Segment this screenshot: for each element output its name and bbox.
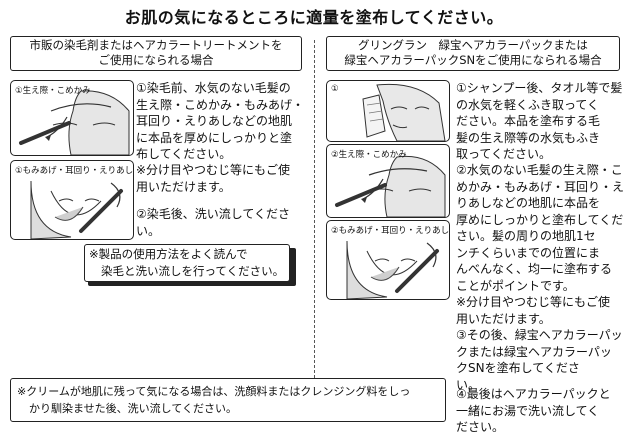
left-illustration-hairline: ①生え際・こめかみ: [10, 80, 134, 156]
face-hairline-illustration: [19, 90, 130, 155]
notice-line-1: ※製品の使用方法をよく読んで: [89, 247, 248, 261]
left-panel-1-num: ①: [15, 86, 23, 96]
left-illustration-nape: ①もみあげ・耳回り・えりあし: [10, 160, 134, 240]
left-note-line: ※分け目やつむじ等にもご使: [136, 163, 291, 177]
right-header-line-2: 緑宝ヘアカラーパックSNをご使用になられる場合: [344, 53, 602, 67]
left-step-2-line: い。: [136, 223, 161, 238]
left-header-line-1: 市販の染毛剤またはヘアカラートリートメントを: [29, 38, 283, 52]
right-step-1-line: の水気を軽くふき取ってく: [456, 97, 600, 112]
left-panel-1-text: 生え際・こめかみ: [22, 86, 91, 96]
right-step-2-line: ②水気のない毛髪の生え際・こ: [456, 163, 623, 177]
section-divider: [314, 40, 315, 378]
left-step-2: ②染毛後、洗い流してくださ い。: [136, 206, 290, 239]
notice-line-2: 染毛と洗い流しを行ってください。: [101, 264, 285, 278]
left-note: ※分け目やつむじ等にもご使 用いただけます。: [136, 162, 290, 195]
right-note: ※分け目やつむじ等にもご使 用いただけます。: [456, 294, 610, 327]
right-step-1-line: ①シャンプー後、タオル等で髪: [456, 81, 623, 95]
right-panel-3-label: ②もみあげ・耳回り・えりあし: [331, 224, 449, 236]
right-step-2-line: んべんなく、均一に塗布する: [456, 262, 613, 276]
right-panel-1-label: ①: [331, 84, 339, 94]
right-section-header: グリングラン 緑宝ヘアカラーパックまたは 緑宝ヘアカラーパックSNをご使用になら…: [326, 36, 620, 71]
notice-box: ※製品の使用方法をよく読んで 染毛と洗い流しを行ってください。: [84, 244, 290, 282]
left-step-1-line: 生え際・こめかみ・もみあげ・: [136, 97, 305, 112]
right-step-1-line: ださい。本品を塗布する毛: [456, 114, 601, 128]
bottom-note-line-1: ※クリームが地肌に残って気になる場合は、洗顔料またはクレンジング料をしっ: [17, 385, 411, 398]
right-step-3-line: い。: [456, 377, 481, 392]
right-panel-2-text: 生え際・こめかみ: [338, 150, 407, 160]
bottom-note-box: ※クリームが地肌に残って気になる場合は、洗顔料またはクレンジング料をしっ かり馴…: [10, 378, 446, 422]
right-step-4-line: ④最後はヘアカラーパックと: [456, 387, 611, 401]
right-step-2-line: 厚めにしっかりと塗布してくだ: [456, 212, 624, 227]
right-panel-1-num: ①: [331, 84, 339, 94]
right-step-2-line: めかみ・もみあげ・耳回り・え: [456, 179, 625, 194]
right-step-3-line: ③その後、緑宝ヘアカラーパッ: [456, 328, 623, 342]
left-panel-2-num: ①: [15, 166, 23, 176]
right-panel-3-text: もみあげ・耳回り・えりあし: [338, 226, 450, 236]
left-step-1-line: に本品を厚めにしっかりと塗: [136, 130, 293, 145]
right-step-2-line: ことがポイントです。: [456, 278, 575, 293]
left-step-2-line: ②染毛後、洗い流してくださ: [136, 207, 291, 221]
right-note-line: 用いただけます。: [456, 311, 551, 326]
right-step-2: ②水気のない毛髪の生え際・こ めかみ・もみあげ・耳回り・え りあしなどの地肌に本…: [456, 162, 624, 294]
face-hairline-illustration-2: [335, 155, 446, 217]
right-step-2-line: りあしなどの地肌に本品を: [456, 196, 601, 210]
right-panel-3-num: ②: [331, 226, 339, 236]
right-illustration-nape: ②もみあげ・耳回り・えりあし: [326, 220, 450, 300]
right-step-2-line: さい。髪の周りの地肌1セ: [456, 229, 596, 243]
right-step-4: ④最後はヘアカラーパックと 一緒にお湯で洗い流してく ださい。: [456, 386, 611, 436]
right-panel-2-label: ②生え際・こめかみ: [331, 148, 407, 160]
left-note-line: 用いただけます。: [136, 179, 231, 194]
left-step-1: ①染毛前、水気のない毛髪の 生え際・こめかみ・もみあげ・ 耳回り・えりあしなどの…: [136, 80, 304, 163]
right-illustration-hairline: ②生え際・こめかみ: [326, 144, 450, 218]
left-panel-2-text: もみあげ・耳回り・えりあし: [22, 166, 134, 176]
right-step-3: ③その後、緑宝ヘアカラーパッ クまたは緑宝ヘアカラーパッ クSNを塗布してくださ…: [456, 327, 623, 393]
right-illustration-towel: ①: [326, 80, 450, 142]
right-step-1-line: 取ってください。: [456, 147, 552, 161]
face-nape-illustration-2: [346, 240, 439, 299]
left-step-1-line: 布してください。: [136, 147, 232, 161]
right-header-line-1: グリングラン 緑宝ヘアカラーパックまたは: [358, 38, 588, 52]
left-step-1-line: 耳回り・えりあしなどの地肌: [136, 114, 293, 128]
right-step-2-line: ンチくらいまでの位置にま: [456, 245, 601, 260]
right-panel-2-num: ②: [331, 150, 339, 160]
face-nape-illustration: [30, 180, 123, 239]
face-towel-illustration: [362, 83, 446, 141]
right-step-1-line: 髪の生え際等の水気もふき: [456, 130, 601, 145]
left-section-header: 市販の染毛剤またはヘアカラートリートメントを ご使用になられる場合: [10, 36, 302, 71]
right-note-line: ※分け目やつむじ等にもご使: [456, 295, 611, 309]
right-step-4-line: ださい。: [456, 420, 505, 434]
bottom-note-line-2: かり馴染ませた後、洗い流してください。: [29, 402, 238, 415]
right-step-1: ①シャンプー後、タオル等で髪 の水気を軽くふき取ってく ださい。本品を塗布する毛…: [456, 80, 622, 163]
left-header-line-2: ご使用になられる場合: [98, 53, 214, 67]
left-panel-2-label: ①もみあげ・耳回り・えりあし: [15, 164, 133, 176]
right-step-3-line: クSNを塗布してくださ: [456, 361, 580, 375]
left-panel-1-label: ①生え際・こめかみ: [15, 84, 91, 96]
page-title: お肌の気になるところに適量を塗布してください。: [124, 8, 504, 27]
left-step-1-line: ①染毛前、水気のない毛髪の: [136, 81, 291, 95]
right-step-3-line: クまたは緑宝ヘアカラーパッ: [456, 344, 612, 359]
right-step-4-line: 一緒にお湯で洗い流してく: [456, 403, 600, 418]
